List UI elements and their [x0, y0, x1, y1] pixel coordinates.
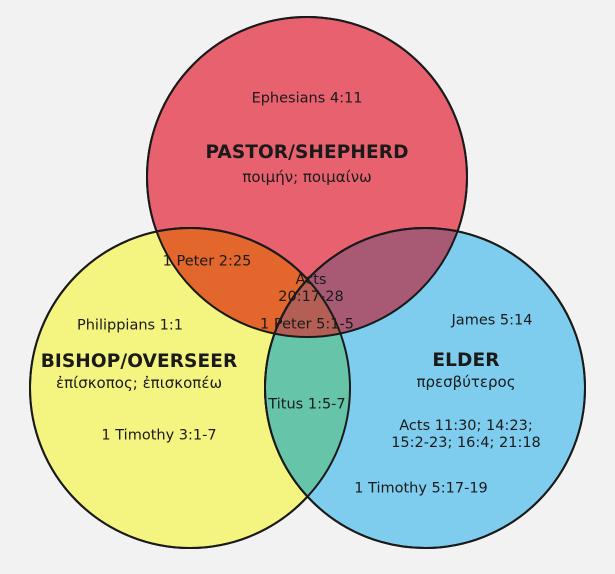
circle-elder-outline — [264, 227, 586, 549]
circle-pastor-outline — [146, 16, 468, 338]
circle-bishop-outline — [29, 227, 351, 549]
